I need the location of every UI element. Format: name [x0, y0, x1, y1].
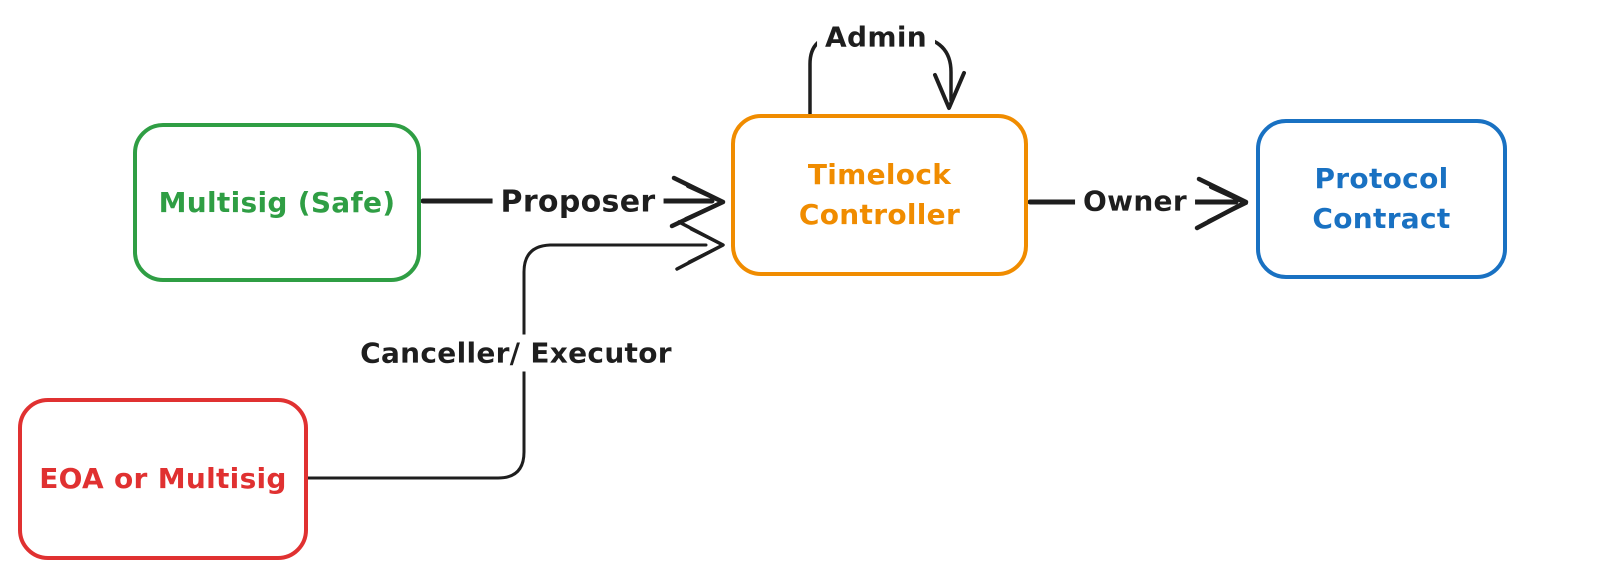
node-timelock-controller: Timelock Controller	[731, 114, 1028, 276]
node-protocol-contract: Protocol Contract	[1256, 119, 1507, 279]
node-timelock-controller-label-line2: Controller	[798, 198, 961, 231]
node-eoa-or-multisig-label: EOA or Multisig	[39, 462, 287, 495]
node-multisig-safe: Multisig (Safe)	[133, 123, 421, 282]
owner-arrowhead-inner	[1207, 185, 1248, 223]
node-timelock-controller-label-line1: Timelock	[807, 158, 952, 191]
canceller-executor-arrowhead-inner	[687, 227, 725, 264]
edge-label-proposer: Proposer	[492, 182, 664, 222]
node-eoa-or-multisig: EOA or Multisig	[18, 398, 308, 560]
node-protocol-contract-label-line1: Protocol	[1314, 162, 1449, 195]
admin-arrowhead	[933, 71, 966, 110]
edge-label-canceller-executor: Canceller/ Executor	[352, 334, 680, 372]
node-protocol-contract-label-line2: Contract	[1312, 202, 1451, 235]
node-multisig-safe-label: Multisig (Safe)	[158, 185, 396, 219]
edge-label-owner: Owner	[1075, 182, 1195, 220]
edge-label-admin: Admin	[817, 18, 935, 56]
proposer-arrowhead-inner	[684, 184, 725, 221]
